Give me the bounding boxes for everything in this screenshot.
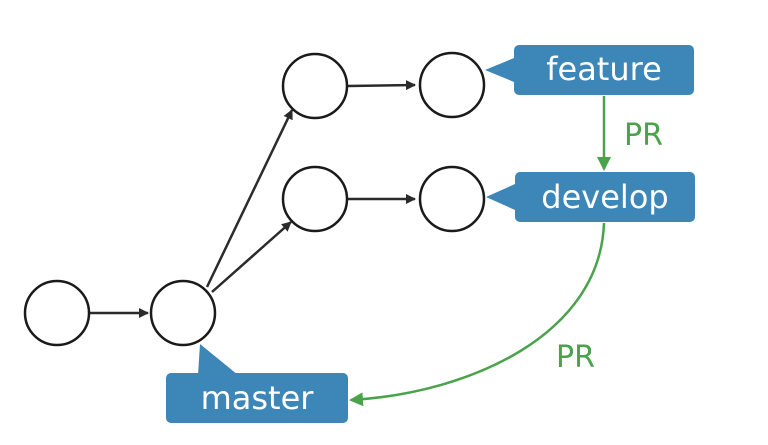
edge-master-to-develop (211, 221, 292, 293)
branch-label-feature: feature (485, 45, 694, 95)
branch-label-feature-text: feature (546, 50, 662, 88)
edge-feature-commit-1-to-2 (347, 80, 416, 91)
edge-master-to-feature (205, 109, 294, 288)
branch-label-develop: develop (486, 172, 695, 222)
commit-master (149, 279, 217, 347)
branch-label-master: master (166, 344, 348, 423)
branch-label-master-text: master (201, 379, 315, 417)
pr-label-develop-to-master: PR (556, 340, 595, 375)
pr-arrow-develop-to-master (349, 222, 606, 407)
commit-feature-2 (418, 51, 486, 119)
pr-label-feature-to-develop: PR (624, 118, 663, 153)
commit-develop-2 (418, 165, 486, 233)
commit-develop-1 (281, 165, 349, 233)
branch-label-develop-text: develop (541, 178, 668, 216)
commit-feature-1 (281, 52, 349, 120)
commit-base (23, 279, 91, 347)
